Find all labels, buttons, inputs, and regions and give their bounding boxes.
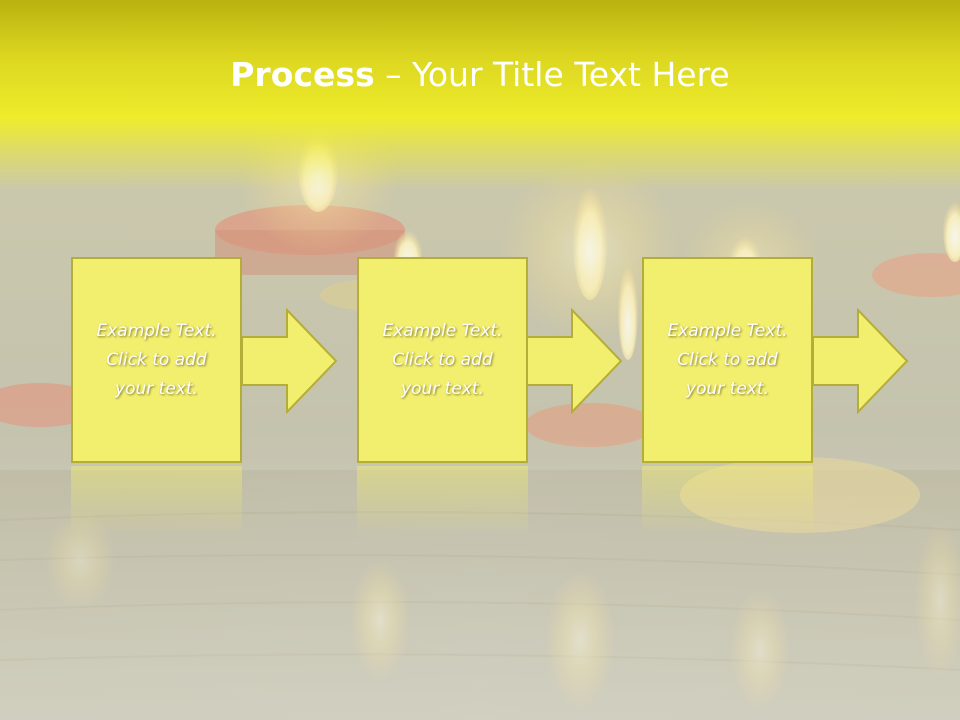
right-arrow-icon[interactable] <box>241 308 341 414</box>
step-text-line: your text. <box>115 378 198 399</box>
step-text-line: Click to add <box>392 349 493 370</box>
step-text-line: Example Text. <box>382 320 503 341</box>
box-reflection <box>642 466 813 536</box>
step-text-2[interactable]: Example Text. Click to add your text. <box>368 317 518 404</box>
slide-title[interactable]: Process – Your Title Text Here <box>0 50 960 100</box>
title-band <box>0 0 960 190</box>
step-text-line: your text. <box>401 378 484 399</box>
step-text-line: your text. <box>686 378 769 399</box>
step-text-line: Example Text. <box>96 320 217 341</box>
right-arrow-icon[interactable] <box>526 308 626 414</box>
process-step-box-2[interactable]: Example Text. Click to add your text. <box>357 257 528 463</box>
process-step-box-1[interactable]: Example Text. Click to add your text. <box>71 257 242 463</box>
process-step-box-3[interactable]: Example Text. Click to add your text. <box>642 257 813 463</box>
step-text-3[interactable]: Example Text. Click to add your text. <box>653 317 803 404</box>
box-reflection <box>357 466 528 536</box>
title-text: – Your Title Text Here <box>374 55 730 94</box>
box-reflection <box>71 466 242 536</box>
title-bold-word: Process <box>230 55 375 94</box>
step-text-line: Click to add <box>677 349 778 370</box>
step-text-line: Click to add <box>106 349 207 370</box>
step-text-line: Example Text. <box>667 320 788 341</box>
right-arrow-icon[interactable] <box>812 308 912 414</box>
step-text-1[interactable]: Example Text. Click to add your text. <box>82 317 232 404</box>
